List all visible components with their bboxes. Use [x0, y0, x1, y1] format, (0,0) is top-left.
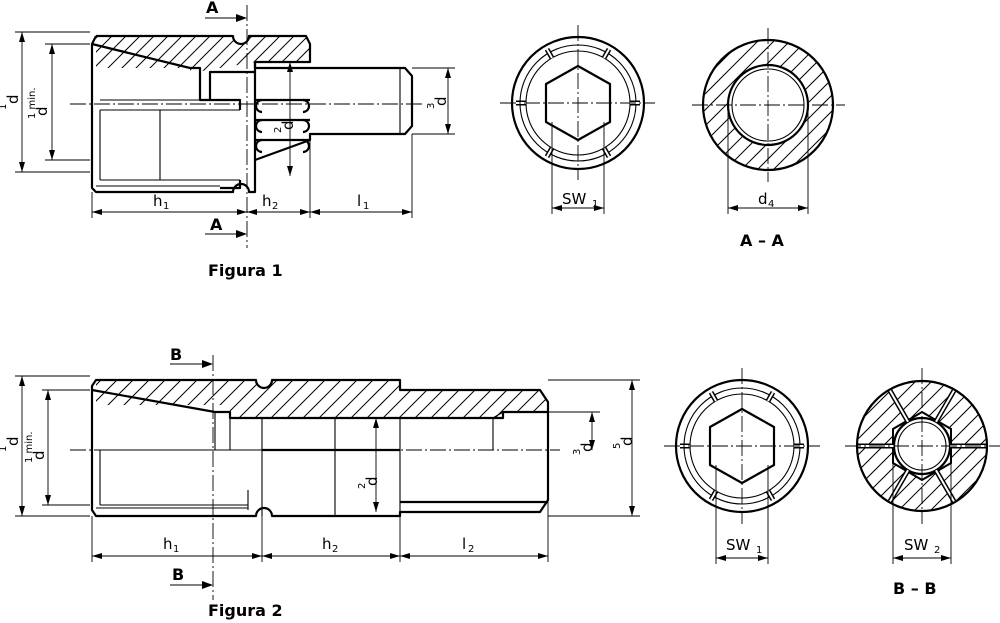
figure-1-pin	[253, 62, 414, 162]
figure-2-dim-d1: d 1	[0, 375, 90, 517]
figure-2-dim-d1-min: d 1 min.	[24, 389, 90, 506]
svg-text:d: d	[618, 436, 636, 446]
figure-1-side-view: A A d 1 d 1 min. d 2 d 3	[0, 0, 455, 280]
figure-2-label-h2: h	[322, 535, 332, 553]
svg-text:4: 4	[768, 199, 774, 210]
figure-2-internal-lines	[99, 411, 504, 516]
section-b-b-label: B – B	[893, 579, 937, 598]
svg-text:1: 1	[0, 446, 9, 452]
section-marker-a-top: A	[206, 0, 219, 17]
svg-text:2: 2	[332, 544, 338, 555]
figure-1-dim-d2: d 2	[273, 62, 297, 176]
svg-text:2: 2	[272, 201, 278, 212]
svg-text:1: 1	[0, 104, 9, 110]
section-b-b-view: SW 2 B – B	[845, 368, 1000, 598]
section-marker-b-top: B	[170, 345, 182, 364]
svg-text:1: 1	[163, 201, 169, 212]
svg-text:2: 2	[934, 545, 940, 556]
section-marker-b-bottom: B	[172, 565, 184, 584]
figure-2-label-l2: l	[462, 535, 466, 553]
svg-text:1: 1	[363, 201, 369, 212]
figure-1-grooves	[254, 98, 311, 154]
figure-1-label-h2: h	[262, 192, 272, 210]
figure-1-dim-d1: d 1	[0, 31, 90, 173]
figure-2-dim-d3: d 3	[548, 411, 600, 455]
figure-1-body-outline	[90, 34, 312, 194]
svg-text:d: d	[279, 120, 297, 130]
svg-text:d: d	[33, 106, 51, 116]
section-a-a-label: A – A	[740, 231, 785, 250]
figure-2-dim-lengths	[91, 500, 549, 562]
figure-1-label-sw1: SW	[562, 190, 587, 208]
figure-1-collet-end	[210, 98, 242, 190]
svg-text:d: d	[432, 96, 450, 106]
figure-2-inner-taper	[91, 388, 548, 420]
svg-text:1: 1	[173, 544, 179, 555]
svg-text:1 min.: 1 min.	[24, 431, 35, 463]
figure-2-label-sw1: SW	[726, 536, 751, 554]
svg-text:3: 3	[426, 103, 437, 109]
svg-text:2: 2	[468, 544, 474, 555]
svg-text:2: 2	[357, 483, 368, 489]
svg-text:1: 1	[756, 545, 762, 556]
figure-2-body-outline	[90, 378, 550, 518]
svg-text:1 min.: 1 min.	[27, 87, 38, 119]
figure-1-caption: Figura 1	[208, 261, 283, 280]
svg-text:2: 2	[273, 127, 284, 133]
figure-2-side-view: B B d 1 d 1 min. d 2 d 3	[0, 345, 640, 620]
figure-1-end-view: SW 1	[500, 25, 655, 214]
figure-1-label-l1: l	[357, 192, 361, 210]
figure-1-dim-d3: d 3	[412, 67, 455, 135]
section-marker-a-bottom: A	[210, 215, 223, 234]
section-a-a-view: d 4 A – A	[692, 28, 845, 250]
svg-text:d: d	[363, 476, 381, 486]
figure-1-dim-d1-min: d 1 min.	[27, 43, 90, 161]
section-b-label-sw2: SW	[904, 536, 929, 554]
figure-2-dim-d2: d 2	[357, 418, 381, 512]
svg-text:d: d	[30, 450, 48, 460]
figure-2-label-h1: h	[163, 535, 173, 553]
figure-1-section-hatching	[96, 36, 310, 73]
svg-text:5: 5	[612, 443, 623, 449]
figure-2-caption: Figura 2	[208, 601, 283, 620]
svg-text:d: d	[578, 442, 596, 452]
svg-text:d: d	[4, 436, 22, 446]
svg-text:d: d	[4, 94, 22, 104]
section-a-label-d4: d	[758, 190, 768, 208]
figure-1-inner-taper	[91, 42, 255, 102]
figure-1-internal-lines	[99, 99, 240, 181]
figure-2-dim-d5: d 5	[548, 379, 640, 517]
figure-1-label-h1: h	[153, 192, 163, 210]
svg-text:3: 3	[572, 449, 583, 455]
svg-text:1: 1	[592, 199, 598, 210]
figure-2-end-view: SW 1	[664, 368, 820, 564]
figure-1-dim-lengths	[91, 134, 413, 218]
